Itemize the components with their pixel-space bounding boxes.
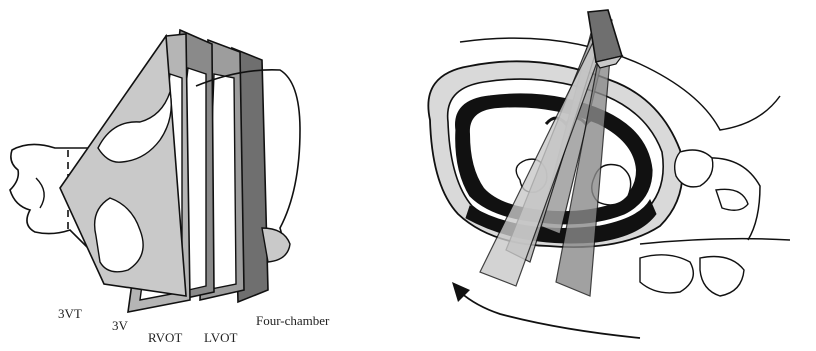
right-panel — [428, 10, 790, 338]
label-rvot: RVOT — [148, 330, 182, 346]
lower-structure-2 — [700, 257, 744, 297]
lower-structure — [640, 255, 693, 293]
left-panel — [10, 30, 300, 312]
body-contour-bottom — [640, 239, 790, 244]
label-lvot: LVOT — [204, 330, 237, 346]
rotation-arrow-line — [460, 292, 640, 338]
rib-shape — [716, 189, 748, 210]
rotation-arrow-head — [452, 282, 470, 302]
spine-shape — [675, 150, 713, 187]
label-four-chamber: Four-chamber — [256, 313, 329, 329]
label-3vt: 3VT — [58, 306, 82, 322]
label-3v: 3V — [112, 318, 128, 334]
